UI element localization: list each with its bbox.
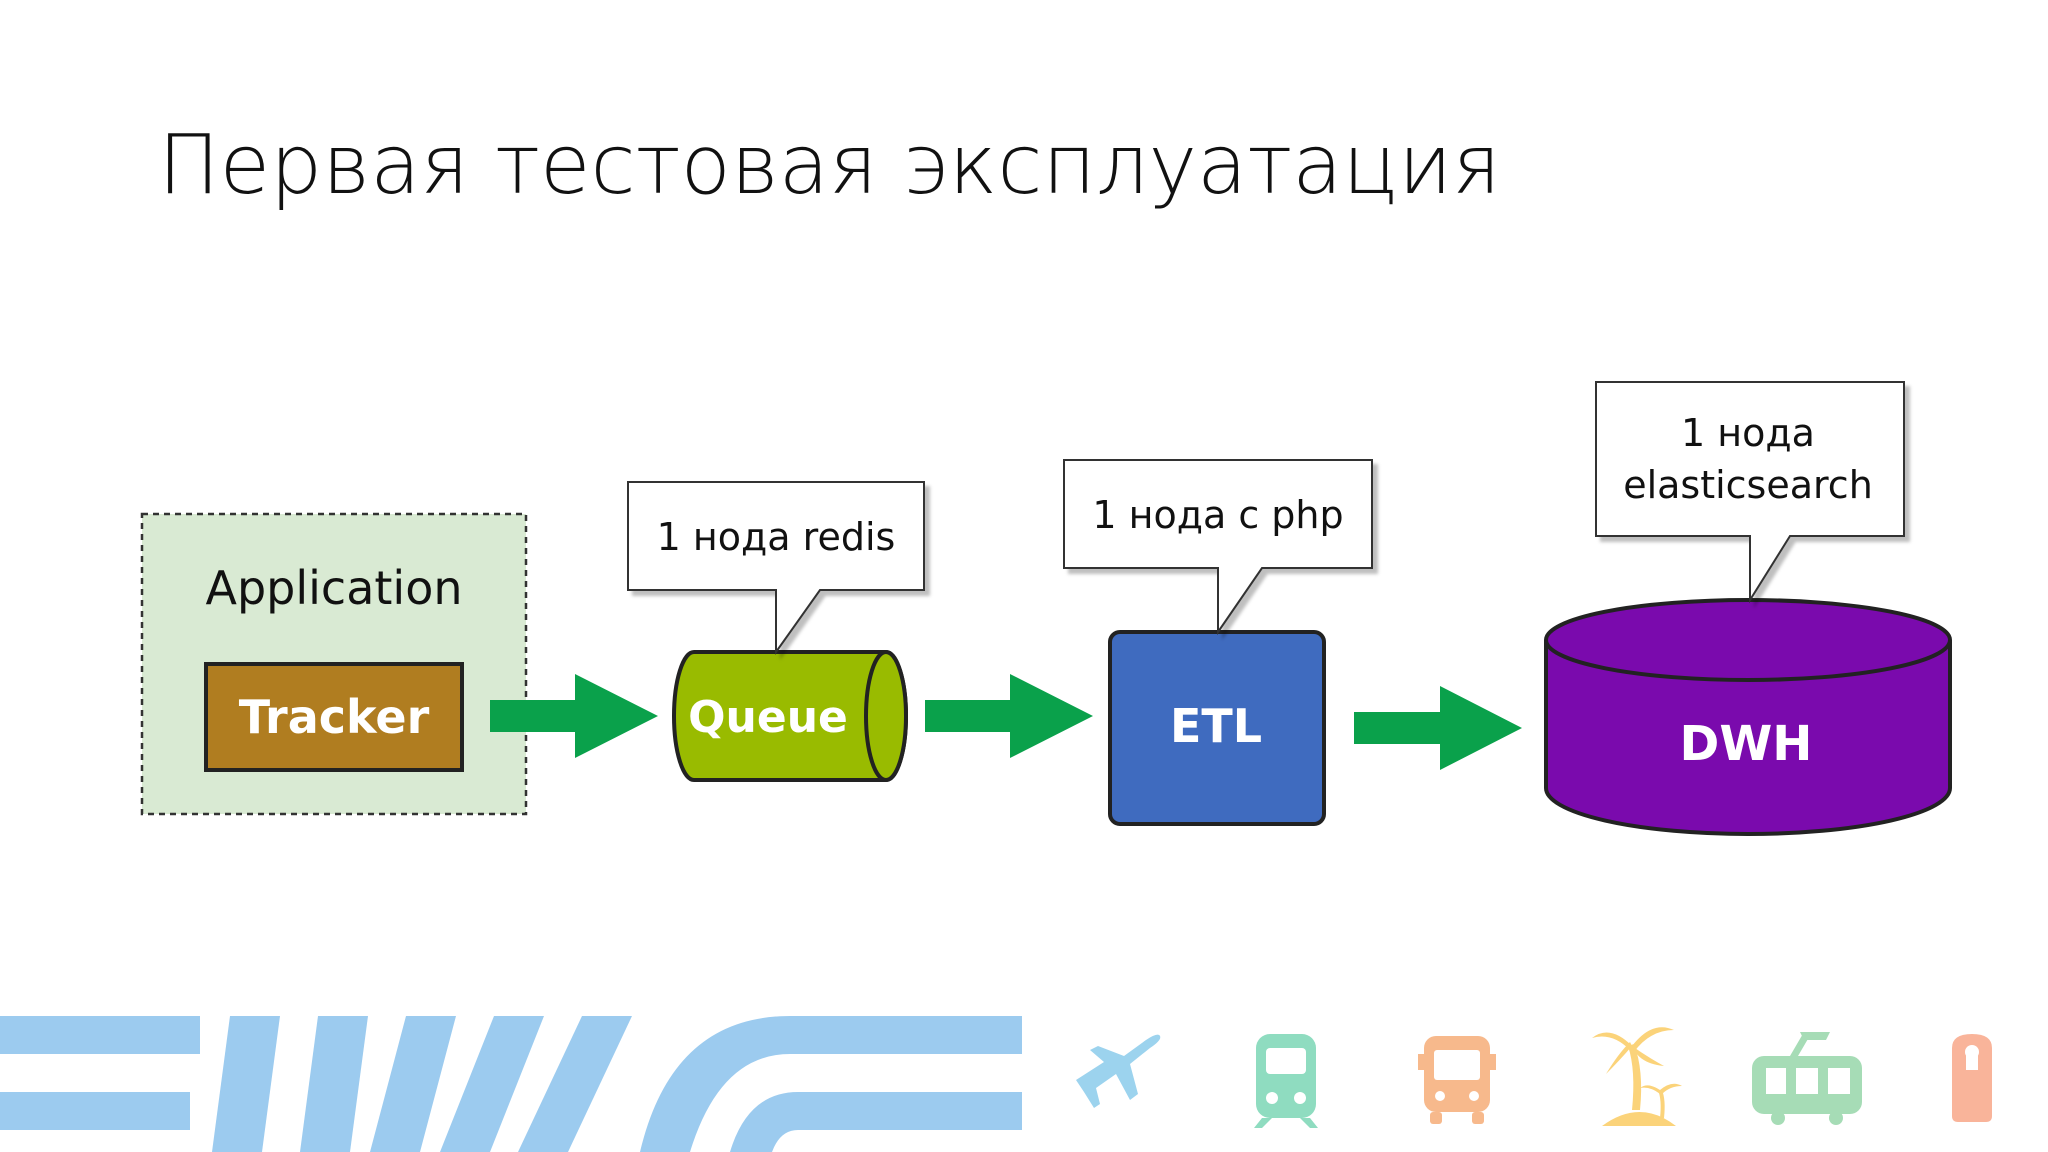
dwh-label: DWH — [1680, 716, 1813, 772]
arrow-queue-to-etl — [925, 674, 1093, 758]
queue-callout — [627, 481, 925, 656]
application-label: Application — [205, 561, 462, 615]
dwh-cylinder: DWH — [1544, 598, 1952, 836]
etl-callout — [1063, 459, 1373, 636]
dwh-callout — [1595, 381, 1905, 604]
tracker-box: Tracker — [204, 662, 464, 772]
airplane-icon — [1076, 1034, 1161, 1108]
queue-cylinder: Queue — [672, 650, 908, 782]
queue-callout-text: 1 нода redis — [657, 515, 896, 559]
queue-label: Queue — [688, 692, 848, 743]
train-icon — [1254, 1034, 1318, 1128]
bus-icon — [1418, 1036, 1496, 1124]
dwh-callout-line1: 1 нода — [1681, 411, 1815, 455]
dwh-callout-line2: elasticsearch — [1623, 463, 1873, 507]
slide-title: Первая тестовая эксплуатация — [158, 118, 1501, 213]
tram-icon — [1752, 1032, 1862, 1125]
application-box: Application Tracker — [140, 512, 528, 816]
etl-callout-text: 1 нода с php — [1092, 493, 1343, 537]
arrow-app-to-queue — [490, 674, 658, 758]
etl-box: ETL — [1108, 630, 1326, 826]
palm-island-icon — [1592, 1027, 1682, 1126]
arrow-etl-to-dwh — [1354, 686, 1522, 770]
footer-stripes-logo — [0, 1016, 1022, 1152]
etl-label: ETL — [1170, 699, 1262, 753]
tracker-label: Tracker — [239, 690, 430, 744]
door-hanger-icon — [1952, 1034, 1992, 1122]
